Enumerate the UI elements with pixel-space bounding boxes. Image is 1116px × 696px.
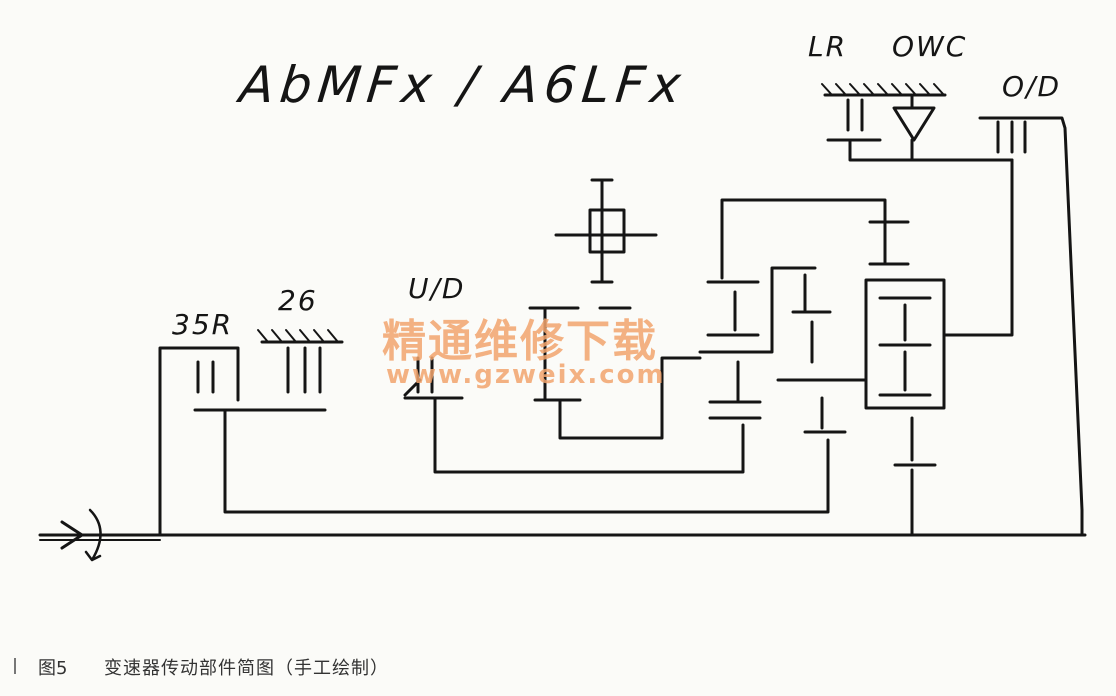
caption-text: 变速器传动部件简图（手工绘制） — [104, 658, 389, 679]
caption-marker — [14, 658, 16, 674]
clutch-od — [978, 116, 1084, 537]
label-od: O/D — [1002, 70, 1062, 103]
brake-lr-owc — [821, 83, 1014, 162]
label-35r: 35R — [172, 308, 234, 341]
figure-caption: 图5 变速器传动部件简图（手工绘制） — [0, 648, 1116, 688]
brake-26 — [257, 329, 344, 394]
label-26: 26 — [278, 284, 318, 317]
clutch-35r — [158, 346, 830, 537]
clutch-ud — [403, 356, 745, 474]
planetary-set-2 — [776, 273, 867, 434]
input-shaft — [38, 508, 1087, 562]
label-ud: U/D — [408, 272, 466, 305]
planetary-set-3 — [864, 158, 1014, 537]
label-owc: OWC — [892, 30, 968, 63]
planetary-set-1 — [698, 198, 887, 420]
transmission-schematic — [38, 83, 1087, 562]
sprag-element — [528, 178, 702, 440]
label-lr: LR — [808, 30, 848, 63]
figure-number: 图5 — [38, 658, 68, 679]
diagram-title: AbMFx / A6LFx — [236, 56, 690, 114]
